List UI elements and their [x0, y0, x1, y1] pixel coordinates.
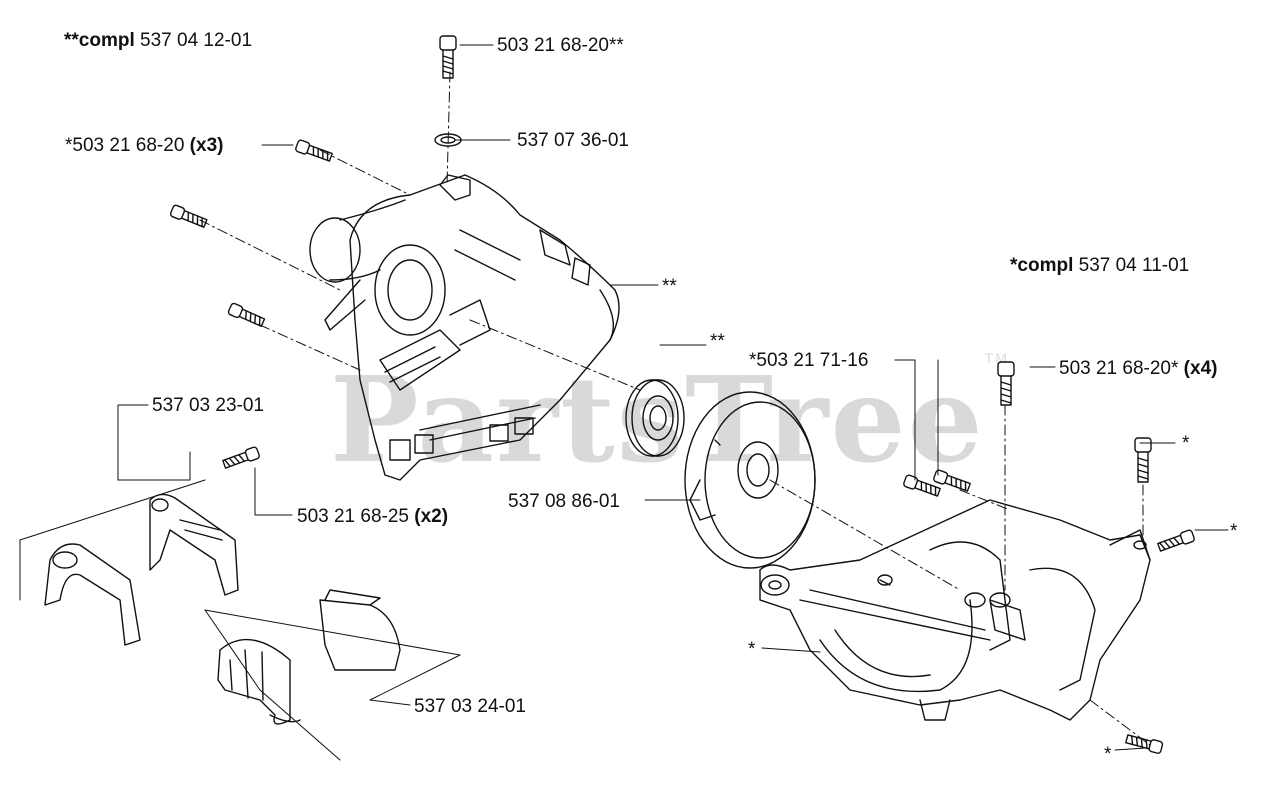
part-label-fan-cover[interactable]: 537 08 86-01 — [508, 491, 620, 512]
screw-top-drawing — [434, 35, 462, 147]
part-label-screws-71[interactable]: *503 21 71-16 — [749, 350, 869, 371]
assembly-label-gearcase: *compl 537 04 11-01 — [1010, 255, 1190, 276]
screws-right-drawing — [903, 361, 1195, 754]
leader-lines — [19, 44, 1229, 761]
part-label-screw-top[interactable]: 503 21 68-20** — [497, 35, 624, 56]
part-label-screws-right[interactable]: 503 21 68-20* (x4) — [1059, 358, 1218, 379]
part-label-clamp-lower[interactable]: 537 03 24-01 — [414, 696, 526, 717]
part-label-screw-star-a[interactable]: * — [1182, 433, 1190, 454]
clamp-screw-drawing — [222, 446, 260, 469]
part-label-clamp-screw[interactable]: 503 21 68-25 (x2) — [297, 506, 449, 527]
bearing-drawing — [625, 379, 685, 457]
crankcase-drawing — [309, 174, 620, 481]
assembly-label-crankcase: **compl 537 04 12-01 — [64, 30, 253, 51]
fan-cover-drawing — [684, 391, 816, 569]
part-label-housing-star[interactable]: * — [748, 639, 756, 660]
watermark: PartsTreeTM — [330, 350, 1009, 489]
part-label-screw-star-b[interactable]: * — [1230, 521, 1238, 542]
part-label-clamp-upper[interactable]: 537 03 23-01 — [152, 395, 264, 416]
gear-housing-drawing — [759, 499, 1151, 721]
part-label-washer[interactable]: 537 07 36-01 — [517, 130, 629, 151]
screws-left-drawing — [169, 139, 333, 327]
part-label-screw-star-c[interactable]: * — [1104, 744, 1112, 765]
part-label-bearing-ref[interactable]: ** — [710, 331, 725, 352]
part-label-screws-left[interactable]: *503 21 68-20 (x3) — [65, 135, 224, 156]
part-label-crankcase-ref[interactable]: ** — [662, 276, 677, 297]
clamp-lower-drawing — [217, 589, 401, 725]
clamp-upper-drawing — [44, 493, 239, 646]
